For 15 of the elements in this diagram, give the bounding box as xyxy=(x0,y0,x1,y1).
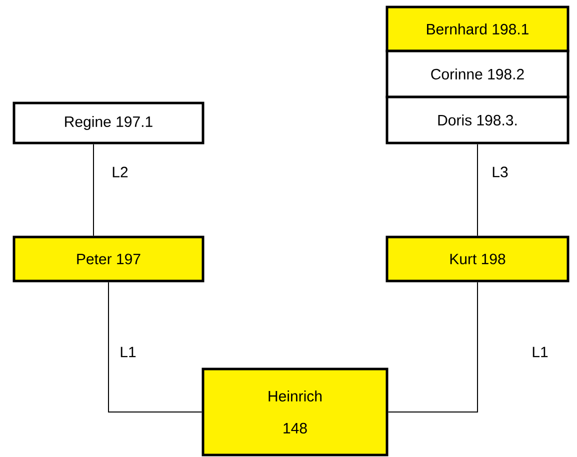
connector-line xyxy=(93,144,94,236)
edge-label: L2 xyxy=(112,166,128,178)
name-box: Bernhard 198.1 xyxy=(386,6,570,52)
edge-label: L1 xyxy=(120,346,136,358)
name-box: Kurt 198 xyxy=(386,236,570,282)
connector-line xyxy=(108,282,202,412)
connector-line xyxy=(477,144,478,236)
name-box: Peter 197 xyxy=(12,236,204,282)
name-box: Corinne 198.2 xyxy=(386,50,570,98)
name-box: Regine 197.1 xyxy=(12,102,204,144)
name-box: Doris 198.3. xyxy=(386,96,570,144)
connector-line xyxy=(388,282,478,412)
edge-label: L1 xyxy=(532,346,548,358)
edge-label: L3 xyxy=(492,166,508,178)
name-box: Heinrich 148 xyxy=(202,368,388,456)
